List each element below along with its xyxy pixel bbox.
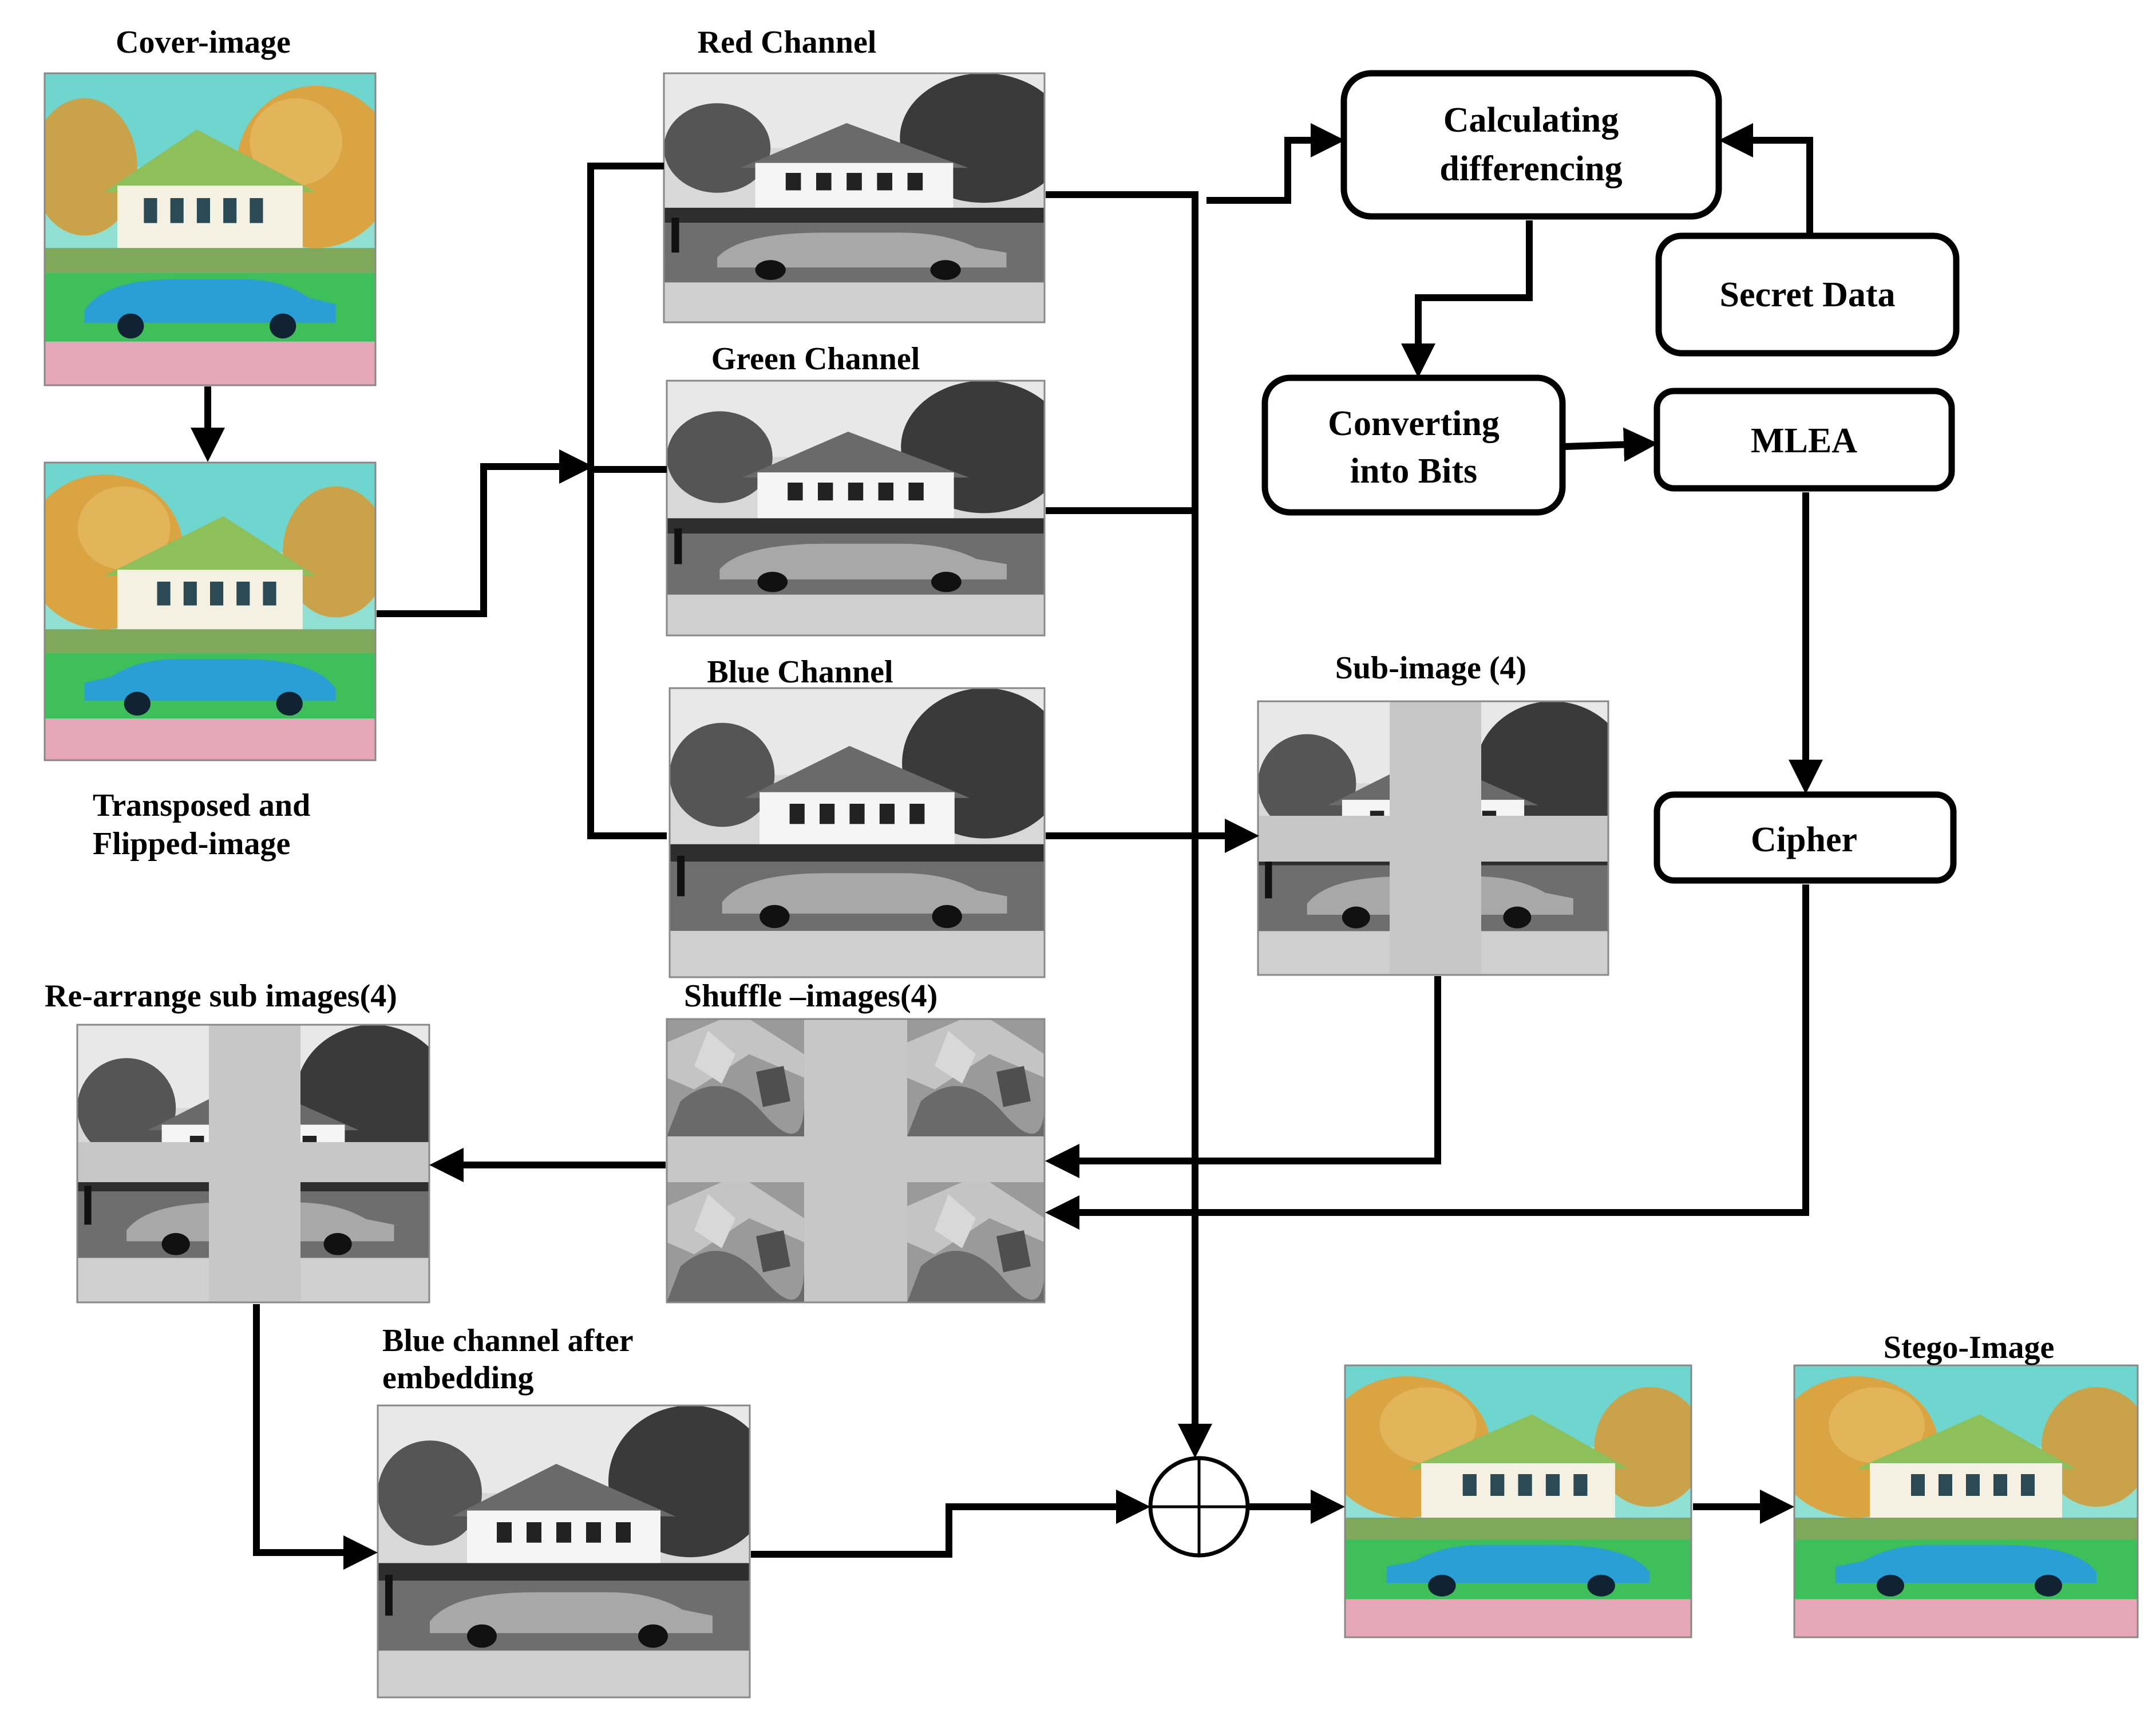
- red-channel-image: [663, 72, 1046, 323]
- shuffle-images-4: [666, 1018, 1046, 1304]
- connectors: [191, 123, 1823, 1570]
- mlea-box: MLEA: [1653, 388, 1955, 492]
- convert-label-line1: Converting: [1328, 404, 1500, 443]
- blue-channel-label: Blue Channel: [707, 654, 893, 690]
- arrow-rearrange-to-blue-after: [253, 1304, 378, 1570]
- cipher-box: Cipher: [1653, 791, 1957, 884]
- transposed-label-line2: Flipped-image: [93, 826, 290, 862]
- transposed-flipped-image: [43, 461, 377, 761]
- shuffle-label: Shuffle –images(4): [684, 978, 937, 1014]
- arrow-to-calculating: [1206, 123, 1345, 204]
- arrow-subimage-to-shuffle: [1045, 976, 1441, 1178]
- sub-image-label: Sub-image (4): [1335, 650, 1526, 686]
- blue-after-label-line1: Blue channel after: [382, 1323, 634, 1358]
- arrow-transposed-to-split: [377, 449, 594, 617]
- blue-channel-image: [668, 687, 1046, 978]
- secret-data-label: Secret Data: [1719, 275, 1895, 314]
- merged-color-image: [1344, 1364, 1692, 1638]
- arrow-secret-to-calc: [1719, 123, 1813, 234]
- mlea-label: MLEA: [1751, 421, 1857, 460]
- blue-after-label-line2: embedding: [382, 1360, 534, 1396]
- red-to-merge-line: [1046, 191, 1212, 1458]
- converting-into-bits-box: Converting into Bits: [1261, 374, 1566, 516]
- cover-image-label: Cover-image: [116, 25, 291, 60]
- rearranged-sub-images: [76, 1024, 430, 1304]
- arrow-calc-to-convert: [1401, 220, 1533, 378]
- calculating-differencing-box: Calculating differencing: [1340, 70, 1722, 220]
- green-channel-label: Green Channel: [711, 341, 920, 377]
- green-channel-image: [666, 380, 1046, 637]
- sub-image-4: [1257, 700, 1609, 976]
- arrow-convert-to-mlea: [1565, 427, 1658, 462]
- convert-label-line2: into Bits: [1350, 452, 1477, 491]
- calc-label-line2: differencing: [1439, 149, 1622, 188]
- channel-split-bus: [587, 163, 667, 839]
- stego-image-label: Stego-Image: [1884, 1330, 2055, 1365]
- red-channel-label: Red Channel: [698, 25, 877, 60]
- arrow-cipher-to-shuffle: [1045, 884, 1809, 1230]
- cipher-label: Cipher: [1751, 820, 1857, 859]
- stego-image: [1793, 1364, 2139, 1638]
- calc-label-line1: Calculating: [1443, 101, 1619, 140]
- transposed-label-line1: Transposed and: [93, 788, 310, 823]
- cover-image: [43, 72, 377, 386]
- arrow-blue-after-to-xor: [751, 1490, 1150, 1558]
- secret-data-box: Secret Data: [1655, 232, 1960, 357]
- rearrange-label: Re-arrange sub images(4): [45, 978, 397, 1014]
- circled-plus-icon: [1148, 1456, 1250, 1558]
- blue-channel-after-embedding-image: [377, 1404, 751, 1699]
